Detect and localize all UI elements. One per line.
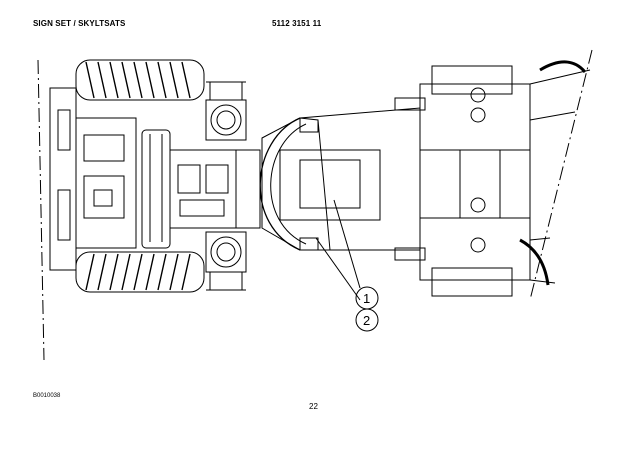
rear-frame [49,87,171,271]
callout-1: 1 [355,286,379,310]
engine-module [169,149,261,229]
figure-id: B0010038 [33,393,61,399]
tire-top [75,59,205,101]
hub-top [205,81,247,141]
hub-bottom [205,231,247,291]
page-number: 22 [309,402,318,411]
tire-bottom [75,251,205,293]
part-number: 5112 3151 11 [272,19,322,28]
svg-text:2: 2 [363,313,370,328]
front-body [261,97,426,261]
boom-assembly [419,60,591,297]
callout-2: 2 [355,308,379,332]
articulation-ring [259,117,307,251]
callout-leaders [315,199,361,301]
page-header-title: SIGN SET / SKYLTSATS [33,19,126,28]
svg-text:1: 1 [363,291,370,306]
